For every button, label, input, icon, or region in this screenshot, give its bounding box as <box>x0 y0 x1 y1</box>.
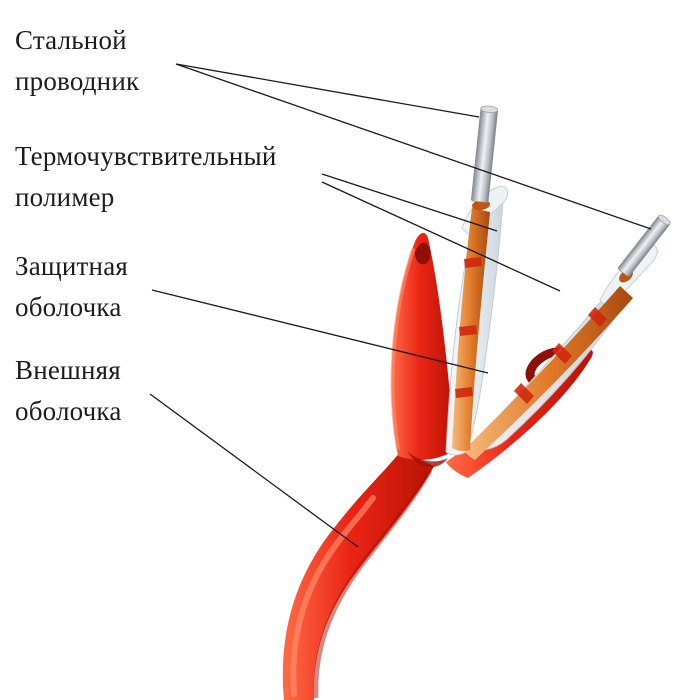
label-line: Стальной <box>15 25 127 55</box>
cable-stem <box>282 452 434 700</box>
leader-steel-conductor-left <box>175 63 480 118</box>
steel-conductor-left <box>471 105 499 203</box>
leader-protective-sheath <box>151 289 489 374</box>
label-line: Защитная <box>15 251 129 281</box>
steel-conductor-right <box>618 214 671 277</box>
label-thermo-polymer: Термочувствительный полимер <box>15 136 277 218</box>
steel-rod-right-cap <box>658 214 671 226</box>
label-outer-sheath: Внешняя оболочка <box>15 350 122 432</box>
leader-steel-conductor-right <box>175 63 652 230</box>
wire-band <box>455 387 473 398</box>
label-line: оболочка <box>15 292 122 322</box>
label-line: оболочка <box>15 396 122 426</box>
sheath-petal-left-highlight <box>390 248 415 450</box>
wire-band <box>514 383 534 404</box>
leader-lines <box>149 63 652 548</box>
cable-stem-highlight <box>290 495 376 697</box>
sheath-junction-fold <box>408 452 448 468</box>
wire-band <box>588 307 607 327</box>
label-line: полимер <box>15 182 115 212</box>
leader-thermo-polymer-left <box>321 173 498 232</box>
label-line: Внешняя <box>15 355 121 385</box>
polymer-wires <box>452 199 633 460</box>
label-line: проводник <box>15 66 140 96</box>
leader-thermo-polymer-right <box>321 181 561 292</box>
sheath-petal-left-curl <box>414 242 431 265</box>
cable-stem-shadow-edge <box>313 468 433 699</box>
leader-outer-sheath <box>149 393 359 548</box>
steel-rod-left-cap <box>480 105 499 114</box>
outer-sheath-cable <box>282 233 593 700</box>
wire-band <box>552 343 572 364</box>
polymer-wire-right <box>464 286 633 460</box>
label-steel-conductor: Стальной проводник <box>15 20 139 102</box>
wire-band <box>459 325 477 336</box>
label-protective-sheath: Защитная оболочка <box>15 246 128 328</box>
steel-conductors <box>471 105 671 277</box>
label-line: Термочувствительный <box>15 141 277 171</box>
sheath-petal-left <box>391 233 455 460</box>
wire-band <box>464 257 482 268</box>
